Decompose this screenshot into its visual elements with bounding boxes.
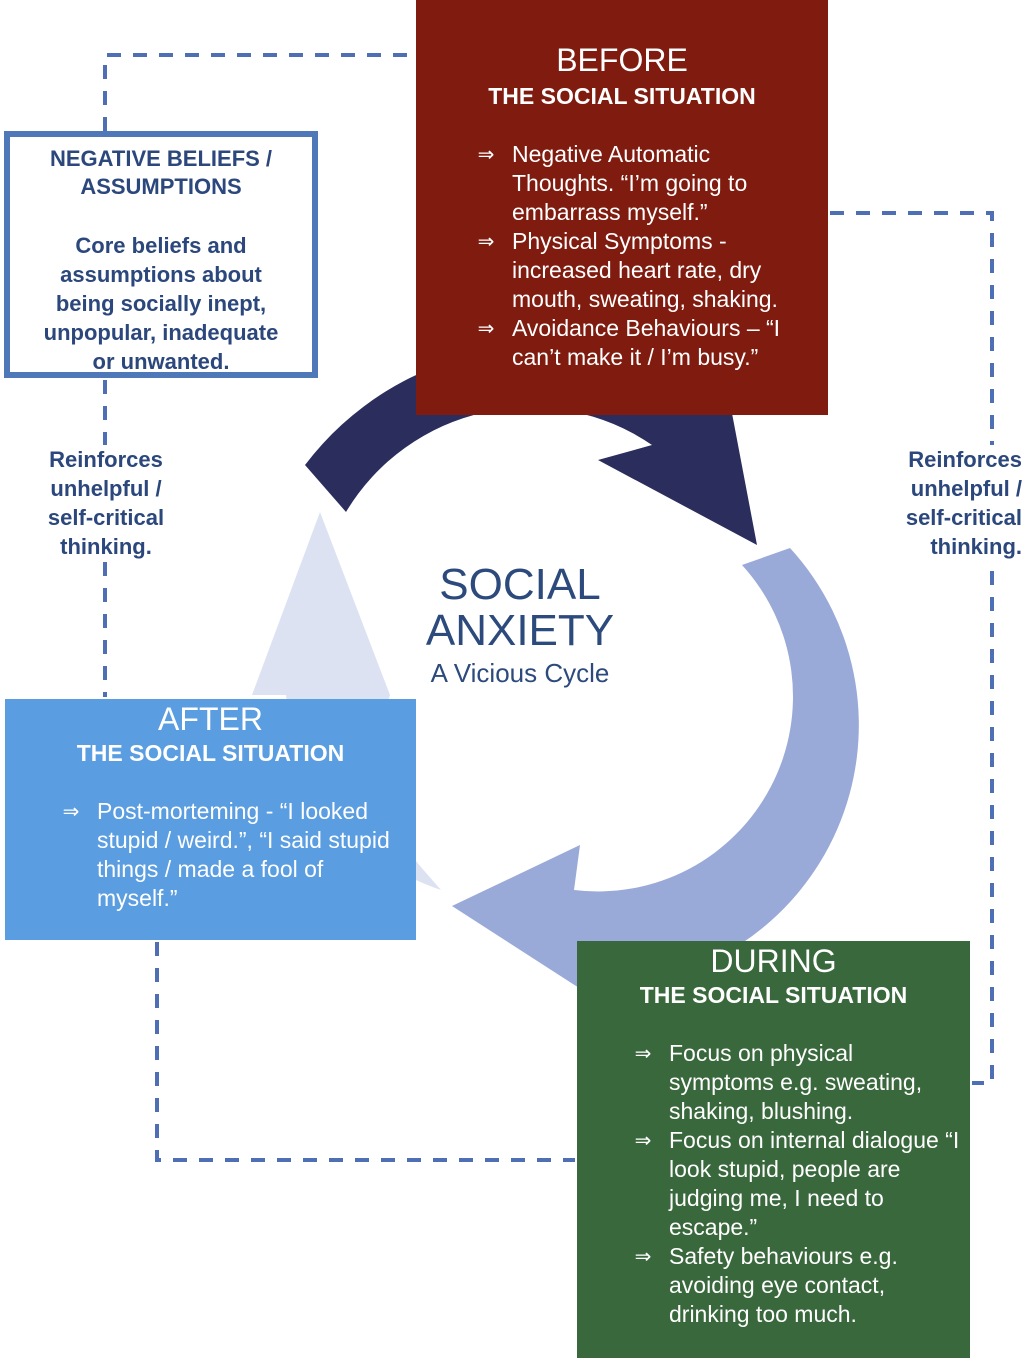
negative-beliefs-box: NEGATIVE BELIEFS / ASSUMPTIONS Core beli… xyxy=(4,131,318,378)
connector-after-to-during xyxy=(155,942,575,1162)
bullet-text: Post-morteming - “I looked stupid / weir… xyxy=(97,797,390,911)
reinforces-label-left: Reinforces unhelpful / self-critical thi… xyxy=(30,445,182,561)
double-arrow-icon: ⇒ xyxy=(477,141,495,166)
before-bullet-list: ⇒ Negative Automatic Thoughts. “I’m going… xyxy=(466,140,800,372)
during-heading: DURING xyxy=(710,943,837,979)
center-subtitle: A Vicious Cycle xyxy=(430,658,610,688)
list-item: ⇒ Post-morteming - “I looked stupid / wei… xyxy=(51,797,396,913)
bullet-text: Focus on internal dialogue “I look stupi… xyxy=(669,1126,960,1240)
connector-beliefs-to-before xyxy=(103,53,410,131)
beliefs-body-line: assumptions about xyxy=(60,262,262,287)
after-bullet-list: ⇒ Post-morteming - “I looked stupid / wei… xyxy=(51,797,396,913)
beliefs-body-line: being socially inept, xyxy=(55,291,267,316)
beliefs-body-line: or unwanted. xyxy=(92,349,230,374)
double-arrow-icon: ⇒ xyxy=(634,1127,652,1152)
connector-before-to-during xyxy=(830,211,994,1085)
cycle-arrow-during-to-after xyxy=(452,548,859,995)
double-arrow-icon: ⇒ xyxy=(634,1040,652,1065)
beliefs-body-line: unpopular, inadequate xyxy=(43,320,279,345)
bullet-text: Avoidance Behaviours – “I can’t make it … xyxy=(512,314,781,370)
beliefs-title-line: NEGATIVE BELIEFS / xyxy=(49,146,273,171)
double-arrow-icon: ⇒ xyxy=(477,315,495,340)
bullet-text: Safety behaviours e.g. avoiding eye cont… xyxy=(669,1242,898,1327)
center-title: ANXIETY xyxy=(425,606,615,655)
list-item: ⇒ Safety behaviours e.g. avoiding eye con… xyxy=(623,1242,960,1329)
reinforces-label-right: Reinforces unhelpful / self-critical thi… xyxy=(880,445,1024,561)
reinforces-line: Reinforces xyxy=(49,447,163,472)
double-arrow-icon: ⇒ xyxy=(477,228,495,253)
list-item: ⇒ Focus on physical symptoms e.g. sweatin… xyxy=(623,1039,960,1126)
beliefs-title: NEGATIVE BELIEFS / ASSUMPTIONS xyxy=(10,145,312,201)
before-heading: BEFORE xyxy=(556,42,688,78)
before-box: BEFORE THE SOCIAL SITUATION ⇒ Negative Au… xyxy=(416,0,828,415)
list-item: ⇒ Focus on internal dialogue “I look stup… xyxy=(623,1126,960,1242)
beliefs-title-line: ASSUMPTIONS xyxy=(80,174,242,199)
bullet-text: Negative Automatic Thoughts. “I’m going … xyxy=(512,140,748,225)
reinforces-line: thinking. xyxy=(930,534,1022,559)
center-title: SOCIAL xyxy=(439,560,601,609)
during-bullet-list: ⇒ Focus on physical symptoms e.g. sweatin… xyxy=(623,1039,960,1329)
beliefs-body: Core beliefs and assumptions about being… xyxy=(10,231,312,376)
reinforces-line: Reinforces xyxy=(908,447,1022,472)
after-subheading: THE SOCIAL SITUATION xyxy=(76,739,345,766)
reinforces-line: self-critical xyxy=(47,505,165,530)
after-heading: AFTER xyxy=(158,701,263,737)
during-box: DURING THE SOCIAL SITUATION ⇒ Focus on ph… xyxy=(577,941,970,1358)
bullet-text: Focus on physical symptoms e.g. sweating… xyxy=(669,1039,923,1124)
before-subheading: THE SOCIAL SITUATION xyxy=(488,82,756,109)
double-arrow-icon: ⇒ xyxy=(62,798,80,823)
after-box: AFTER THE SOCIAL SITUATION ⇒ Post-mortemi… xyxy=(5,699,416,940)
list-item: ⇒ Avoidance Behaviours – “I can’t make it… xyxy=(466,314,800,372)
bullet-text: Physical Symptoms - increased heart rate… xyxy=(512,227,778,312)
list-item: ⇒ Negative Automatic Thoughts. “I’m going… xyxy=(466,140,800,227)
beliefs-body-line: Core beliefs and xyxy=(75,233,247,258)
reinforces-line: unhelpful / xyxy=(910,476,1022,501)
reinforces-line: unhelpful / xyxy=(50,476,162,501)
list-item: ⇒ Physical Symptoms - increased heart rat… xyxy=(466,227,800,314)
reinforces-line: self-critical xyxy=(905,505,1022,530)
during-subheading: THE SOCIAL SITUATION xyxy=(639,981,908,1008)
reinforces-line: thinking. xyxy=(60,534,152,559)
double-arrow-icon: ⇒ xyxy=(634,1243,652,1268)
center-label: SOCIAL ANXIETY A Vicious Cycle xyxy=(400,560,640,689)
